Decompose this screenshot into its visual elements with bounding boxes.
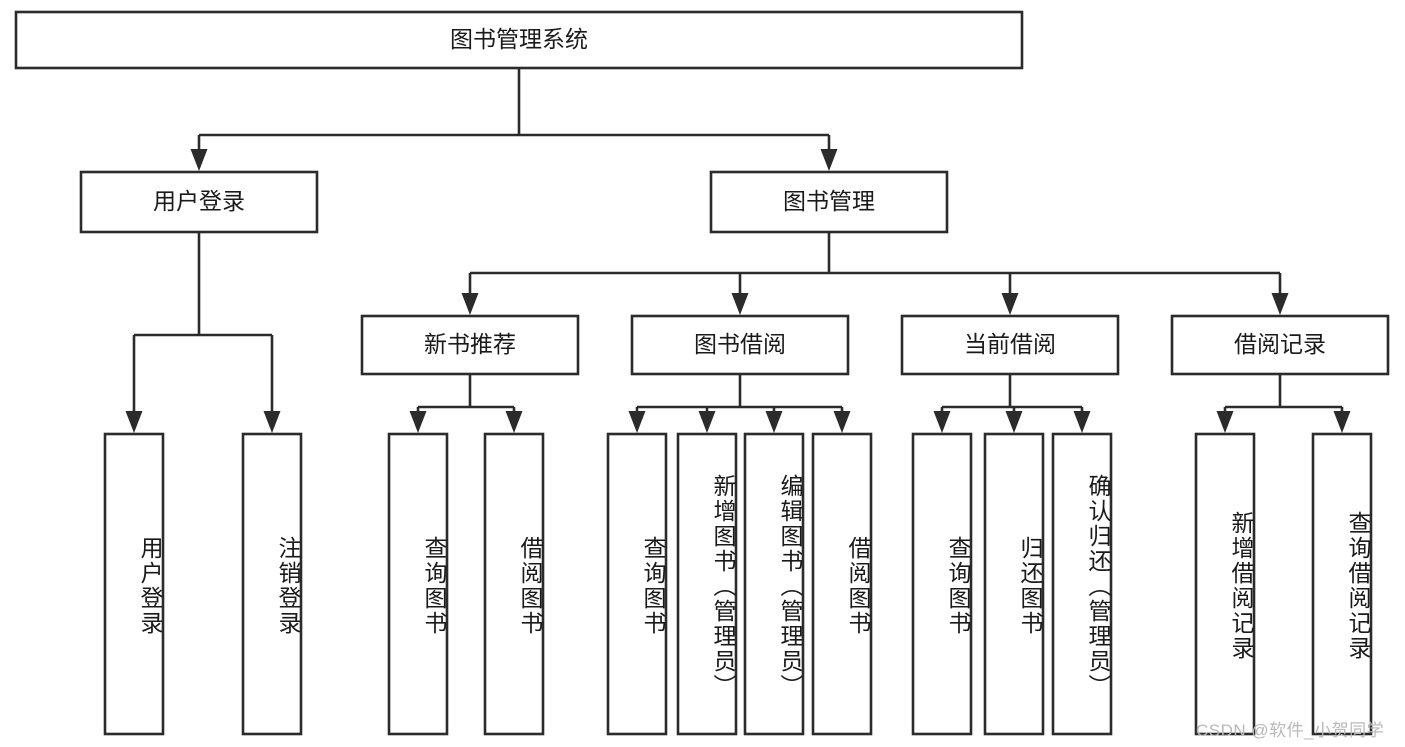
node-box[interactable] [483,432,545,736]
node-current[interactable]: 当前借阅 [900,314,1120,376]
node-records[interactable]: 借阅记录 [1170,314,1390,376]
node-leaf-new-1[interactable] [387,432,449,736]
node-label: 图书管理系统 [450,26,588,52]
node-box[interactable] [1311,432,1373,736]
node-bookmgmt[interactable]: 图书管理 [709,170,949,234]
node-label: 借阅记录 [1234,331,1326,357]
node-box[interactable] [103,432,165,736]
node-box[interactable] [387,432,449,736]
arrow-head-icon [125,411,143,433]
node-box[interactable] [79,170,319,234]
arrow-head-icon [1333,411,1351,433]
node-borrow[interactable]: 图书借阅 [630,314,850,376]
node-leaf-cur-2[interactable] [983,432,1045,736]
node-box[interactable] [630,314,850,376]
arrow-head-icon [1001,293,1019,315]
arrow-head-icon [628,411,646,433]
node-leaf-login-2[interactable] [241,432,303,736]
node-box[interactable] [360,314,580,376]
node-newbook[interactable]: 新书推荐 [360,314,580,376]
node-leaf-borrow-2[interactable] [676,432,738,736]
node-box[interactable] [1051,432,1113,736]
node-login[interactable]: 用户登录 [79,170,319,234]
arrow-head-icon [461,293,479,315]
node-leaf-cur-3[interactable] [1051,432,1113,736]
node-label: 用户登录 [153,188,245,214]
node-box[interactable] [743,432,805,736]
arrow-head-icon [1216,411,1234,433]
arrow-head-icon [833,411,851,433]
arrow-head-icon [698,411,716,433]
node-box[interactable] [676,432,738,736]
arrow-head-icon [409,411,427,433]
node-leaf-login-1[interactable] [103,432,165,736]
watermark-text: CSDN @软件_小贺同学 [1196,721,1385,740]
node-box[interactable] [900,314,1120,376]
node-leaf-borrow-4[interactable] [811,432,873,736]
node-leaf-borrow-3[interactable] [743,432,805,736]
node-box[interactable] [241,432,303,736]
node-leaf-cur-1[interactable] [911,432,973,736]
arrow-head-icon [1073,411,1091,433]
node-leaf-rec-2[interactable] [1311,432,1373,736]
arrow-head-icon [820,149,838,171]
node-box[interactable] [1170,314,1390,376]
arrow-head-icon [731,293,749,315]
node-leaf-rec-1[interactable] [1194,432,1256,736]
node-leaf-new-2[interactable] [483,432,545,736]
arrow-head-icon [1271,293,1289,315]
node-box[interactable] [709,170,949,234]
arrow-head-icon [505,411,523,433]
node-leaf-borrow-1[interactable] [606,432,668,736]
node-label: 新书推荐 [424,331,516,357]
node-label: 图书管理 [783,188,875,214]
arrow-head-icon [190,149,208,171]
arrow-head-icon [1005,411,1023,433]
connector-layer [125,68,1351,433]
node-box[interactable] [1194,432,1256,736]
node-box[interactable] [14,10,1024,70]
node-box[interactable] [911,432,973,736]
arrow-head-icon [263,411,281,433]
arrow-head-icon [933,411,951,433]
node-root[interactable]: 图书管理系统 [14,10,1024,70]
node-box[interactable] [983,432,1045,736]
node-label: 图书借阅 [694,331,786,357]
node-label: 当前借阅 [964,331,1056,357]
node-box[interactable] [811,432,873,736]
node-box[interactable] [606,432,668,736]
arrow-head-icon [765,411,783,433]
